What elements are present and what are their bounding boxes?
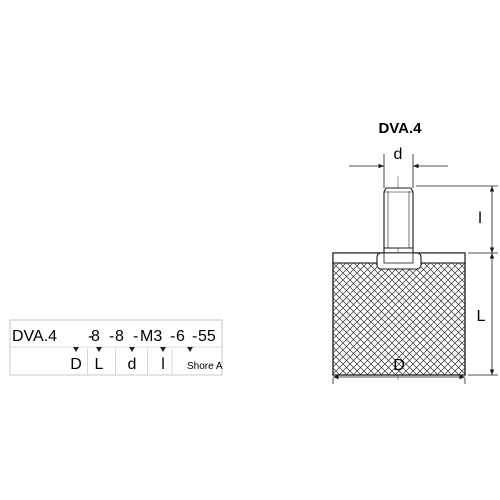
legend-marker bbox=[187, 347, 193, 352]
code-separator: - bbox=[133, 328, 138, 345]
legend-label-4: Shore A bbox=[187, 361, 223, 372]
legend-label-0: D bbox=[70, 356, 82, 373]
code-part-4: 6 bbox=[176, 328, 185, 345]
code-separator: - bbox=[170, 328, 175, 345]
legend-marker bbox=[129, 347, 135, 352]
legend-label-2: d bbox=[128, 356, 137, 373]
dimension-L-label: L bbox=[477, 308, 486, 325]
code-separator: - bbox=[88, 328, 93, 345]
product-title: DVA.4 bbox=[378, 120, 422, 137]
dimension-l-label: l bbox=[478, 210, 482, 227]
legend-marker bbox=[73, 347, 79, 352]
legend-marker bbox=[96, 347, 102, 352]
code-part-5: 55 bbox=[198, 328, 216, 345]
dimension-l-and-L: l L bbox=[416, 185, 498, 376]
rubber-body bbox=[332, 248, 466, 376]
code-part-3: M3 bbox=[140, 328, 162, 345]
threaded-stud bbox=[383, 187, 414, 249]
legend-marker bbox=[160, 347, 166, 352]
dimension-D: D bbox=[332, 357, 466, 384]
order-code-frame bbox=[9, 319, 223, 376]
dimension-d-label: d bbox=[394, 146, 403, 163]
dimension-d: d bbox=[349, 146, 448, 188]
code-separator: - bbox=[109, 328, 114, 345]
code-part-1: 8 bbox=[91, 328, 100, 345]
dimension-D-label: D bbox=[393, 357, 405, 374]
code-separator: - bbox=[192, 328, 197, 345]
code-part-0: DVA.4 bbox=[12, 328, 57, 345]
code-part-2: 8 bbox=[115, 328, 124, 345]
legend-label-1: L bbox=[95, 356, 104, 373]
legend-label-3: l bbox=[161, 356, 165, 373]
order-code-row: DVA.4-8-8-M3-6-55 bbox=[12, 328, 216, 345]
